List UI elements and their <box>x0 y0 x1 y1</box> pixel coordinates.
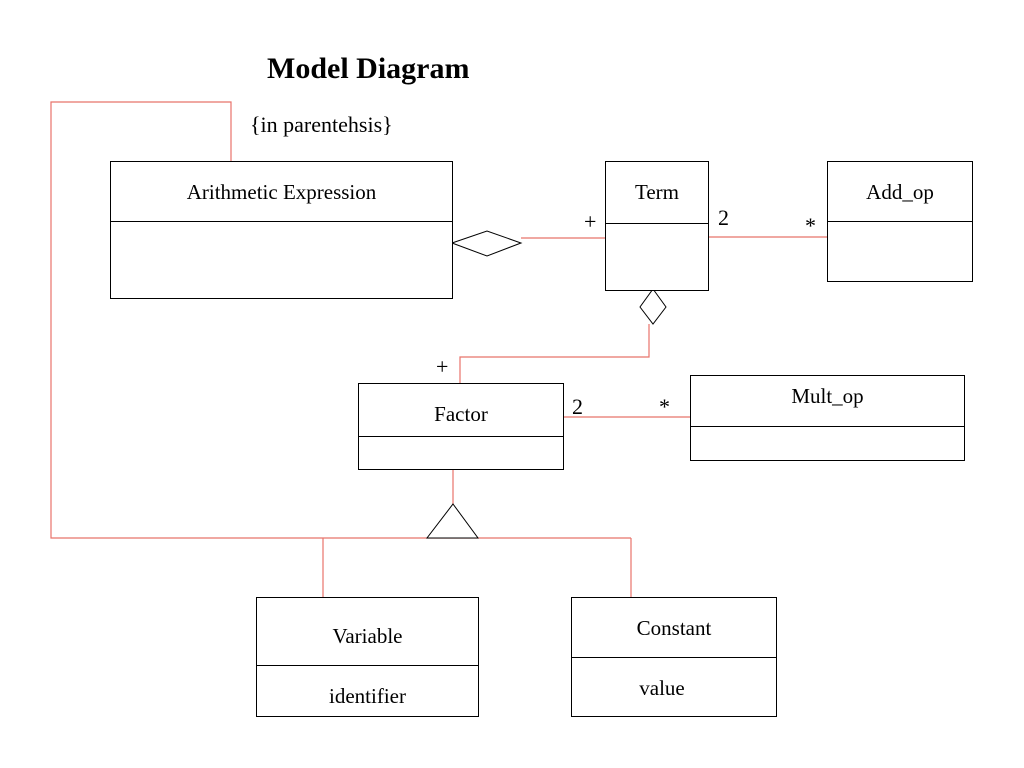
expression-aggregation-diamond <box>450 230 523 257</box>
class-name: Term <box>606 162 708 224</box>
class-name: Variable <box>257 598 478 666</box>
multiplicity-term-factor: + <box>436 354 449 379</box>
class-name: Constant <box>572 598 776 658</box>
class-attribute: identifier <box>329 684 406 708</box>
multiplicity-expression-term: + <box>584 209 597 234</box>
diagram-title: Model Diagram <box>267 52 470 85</box>
class-constant[interactable]: Constant value <box>571 597 777 717</box>
class-factor[interactable]: Factor <box>358 383 564 470</box>
term-factor-line <box>459 324 650 383</box>
multiplicity-factor-multop-factor-end: 2 <box>572 394 583 419</box>
multiplicity-factor-multop-multop-end: * <box>659 394 670 419</box>
class-mult-op[interactable]: Mult_op <box>690 375 965 461</box>
constraint-label: {in parentehsis} <box>250 112 393 137</box>
term-aggregation-diamond <box>639 288 667 325</box>
multiplicity-term-addop-addop-end: * <box>805 213 816 238</box>
class-variable[interactable]: Variable identifier <box>256 597 479 717</box>
class-arithmetic-expression[interactable]: Arithmetic Expression <box>110 161 453 299</box>
class-term[interactable]: Term <box>605 161 709 291</box>
class-name: Factor <box>359 384 563 437</box>
class-attribute: value <box>639 676 685 700</box>
class-name: Mult_op <box>691 376 964 427</box>
multiplicity-term-addop-term-end: 2 <box>718 205 729 230</box>
class-add-op[interactable]: Add_op <box>827 161 973 282</box>
generalization-triangle <box>425 503 479 539</box>
class-name: Arithmetic Expression <box>111 162 452 222</box>
class-name: Add_op <box>828 162 972 222</box>
expression-generalization-line <box>50 101 323 539</box>
